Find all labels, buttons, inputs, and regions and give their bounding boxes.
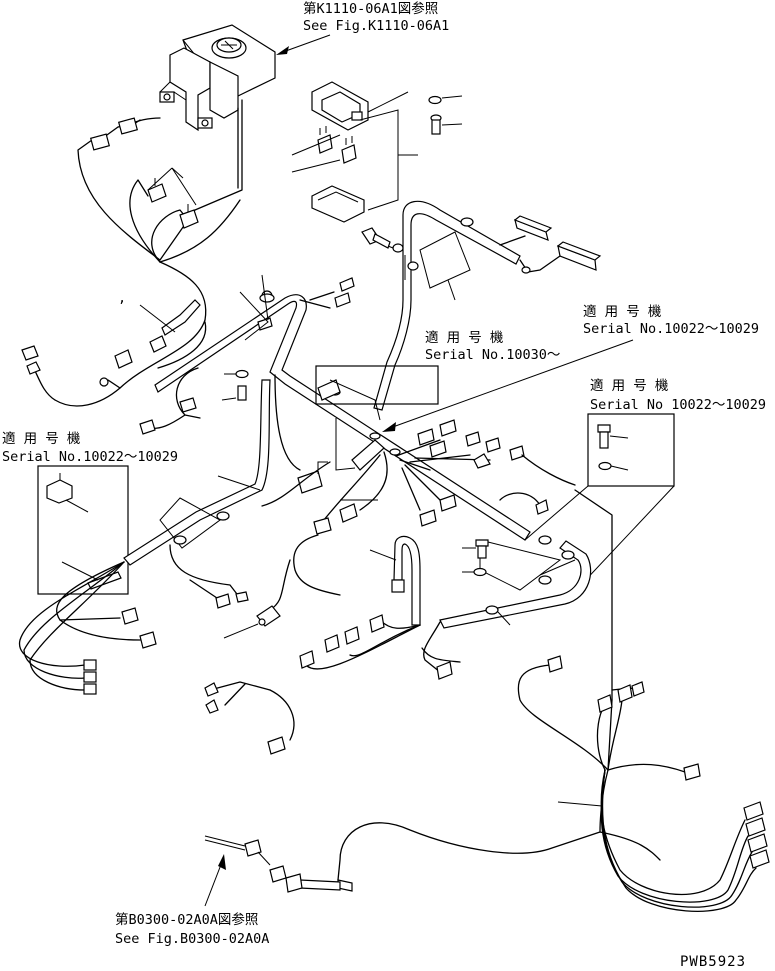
center-serial-box: [315, 365, 439, 405]
lower-center-harness: [204, 535, 592, 755]
center-connectors: [223, 418, 576, 639]
bottom-reference-arrow-icon: [218, 854, 226, 870]
right-top-serial-note: 適 用 号 機 Serial No.10022～10029: [382, 303, 759, 432]
left-serial-note: 適 用 号 機 Serial No.10022～10029: [2, 430, 178, 595]
center-serial-note-jp: 適 用 号 機: [425, 329, 504, 346]
top-reference-en: See Fig.K1110-06A1: [303, 18, 449, 34]
right-mid-serial-note-en: Serial No 10022～10029: [590, 397, 766, 413]
top-right-harness: [361, 200, 602, 411]
left-serial-note-jp: 適 用 号 機: [2, 430, 81, 447]
top-reference-arrow-icon: [276, 46, 289, 55]
top-reference-leader: [282, 34, 331, 53]
monitor-bracket: [159, 24, 276, 132]
right-mid-serial-note-jp: 適 用 号 機: [590, 377, 669, 394]
bottom-reference-en: See Fig.B0300-02A0A: [115, 931, 269, 947]
bottom-reference-leader: [204, 861, 223, 907]
stray-mark: ,: [118, 290, 126, 306]
right-top-serial-note-en: Serial No.10022～10029: [583, 321, 759, 337]
main-harness: [139, 274, 552, 545]
right-top-serial-arrow-icon: [382, 422, 396, 432]
upper-left-harness: ,: [21, 99, 243, 407]
right-top-serial-leader: [389, 339, 634, 429]
top-reference-jp: 第K1110-06A1図参照: [303, 0, 438, 17]
top-reference: 第K1110-06A1図参照 See Fig.K1110-06A1: [276, 0, 449, 55]
center-serial-note-en: Serial No.10030～: [425, 347, 560, 363]
right-top-serial-note-jp: 適 用 号 機: [583, 303, 662, 320]
drawing-code: PWB5923: [680, 954, 746, 970]
right-mid-serial-box: [587, 413, 675, 487]
right-mid-serial-note: 適 用 号 機 Serial No 10022～10029: [524, 377, 766, 587]
right-lower-harness: [269, 489, 770, 912]
left-lower-harness: [19, 374, 331, 695]
bottom-reference-jp: 第B0300-02A0A図参照: [115, 911, 258, 928]
left-serial-note-en: Serial No.10022～10029: [2, 449, 178, 465]
center-serial-note: 適 用 号 機 Serial No.10030～: [315, 329, 560, 405]
bottom-reference: 第B0300-02A0A図参照 See Fig.B0300-02A0A: [115, 835, 271, 947]
controller-parts: [291, 81, 463, 223]
